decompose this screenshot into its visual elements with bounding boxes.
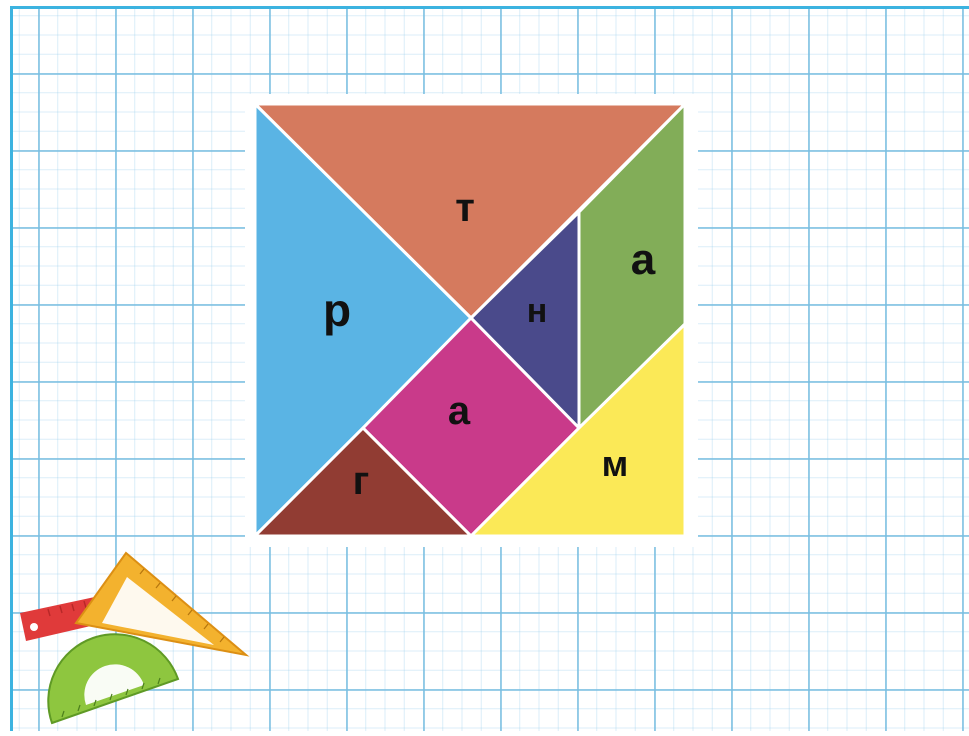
piece-label-bottom-small: г [353,459,370,503]
piece-label-right-green: а [631,235,656,284]
piece-label-left: р [323,284,351,336]
piece-label-bottom-right: м [602,443,629,484]
tangram-puzzle: т р а н а г м [245,94,698,547]
protractor-icon [48,634,178,723]
piece-label-square: а [448,389,471,433]
piece-label-top: т [455,186,475,230]
piece-label-small-purple: н [527,292,548,330]
geometry-tools-illustration [14,545,254,731]
